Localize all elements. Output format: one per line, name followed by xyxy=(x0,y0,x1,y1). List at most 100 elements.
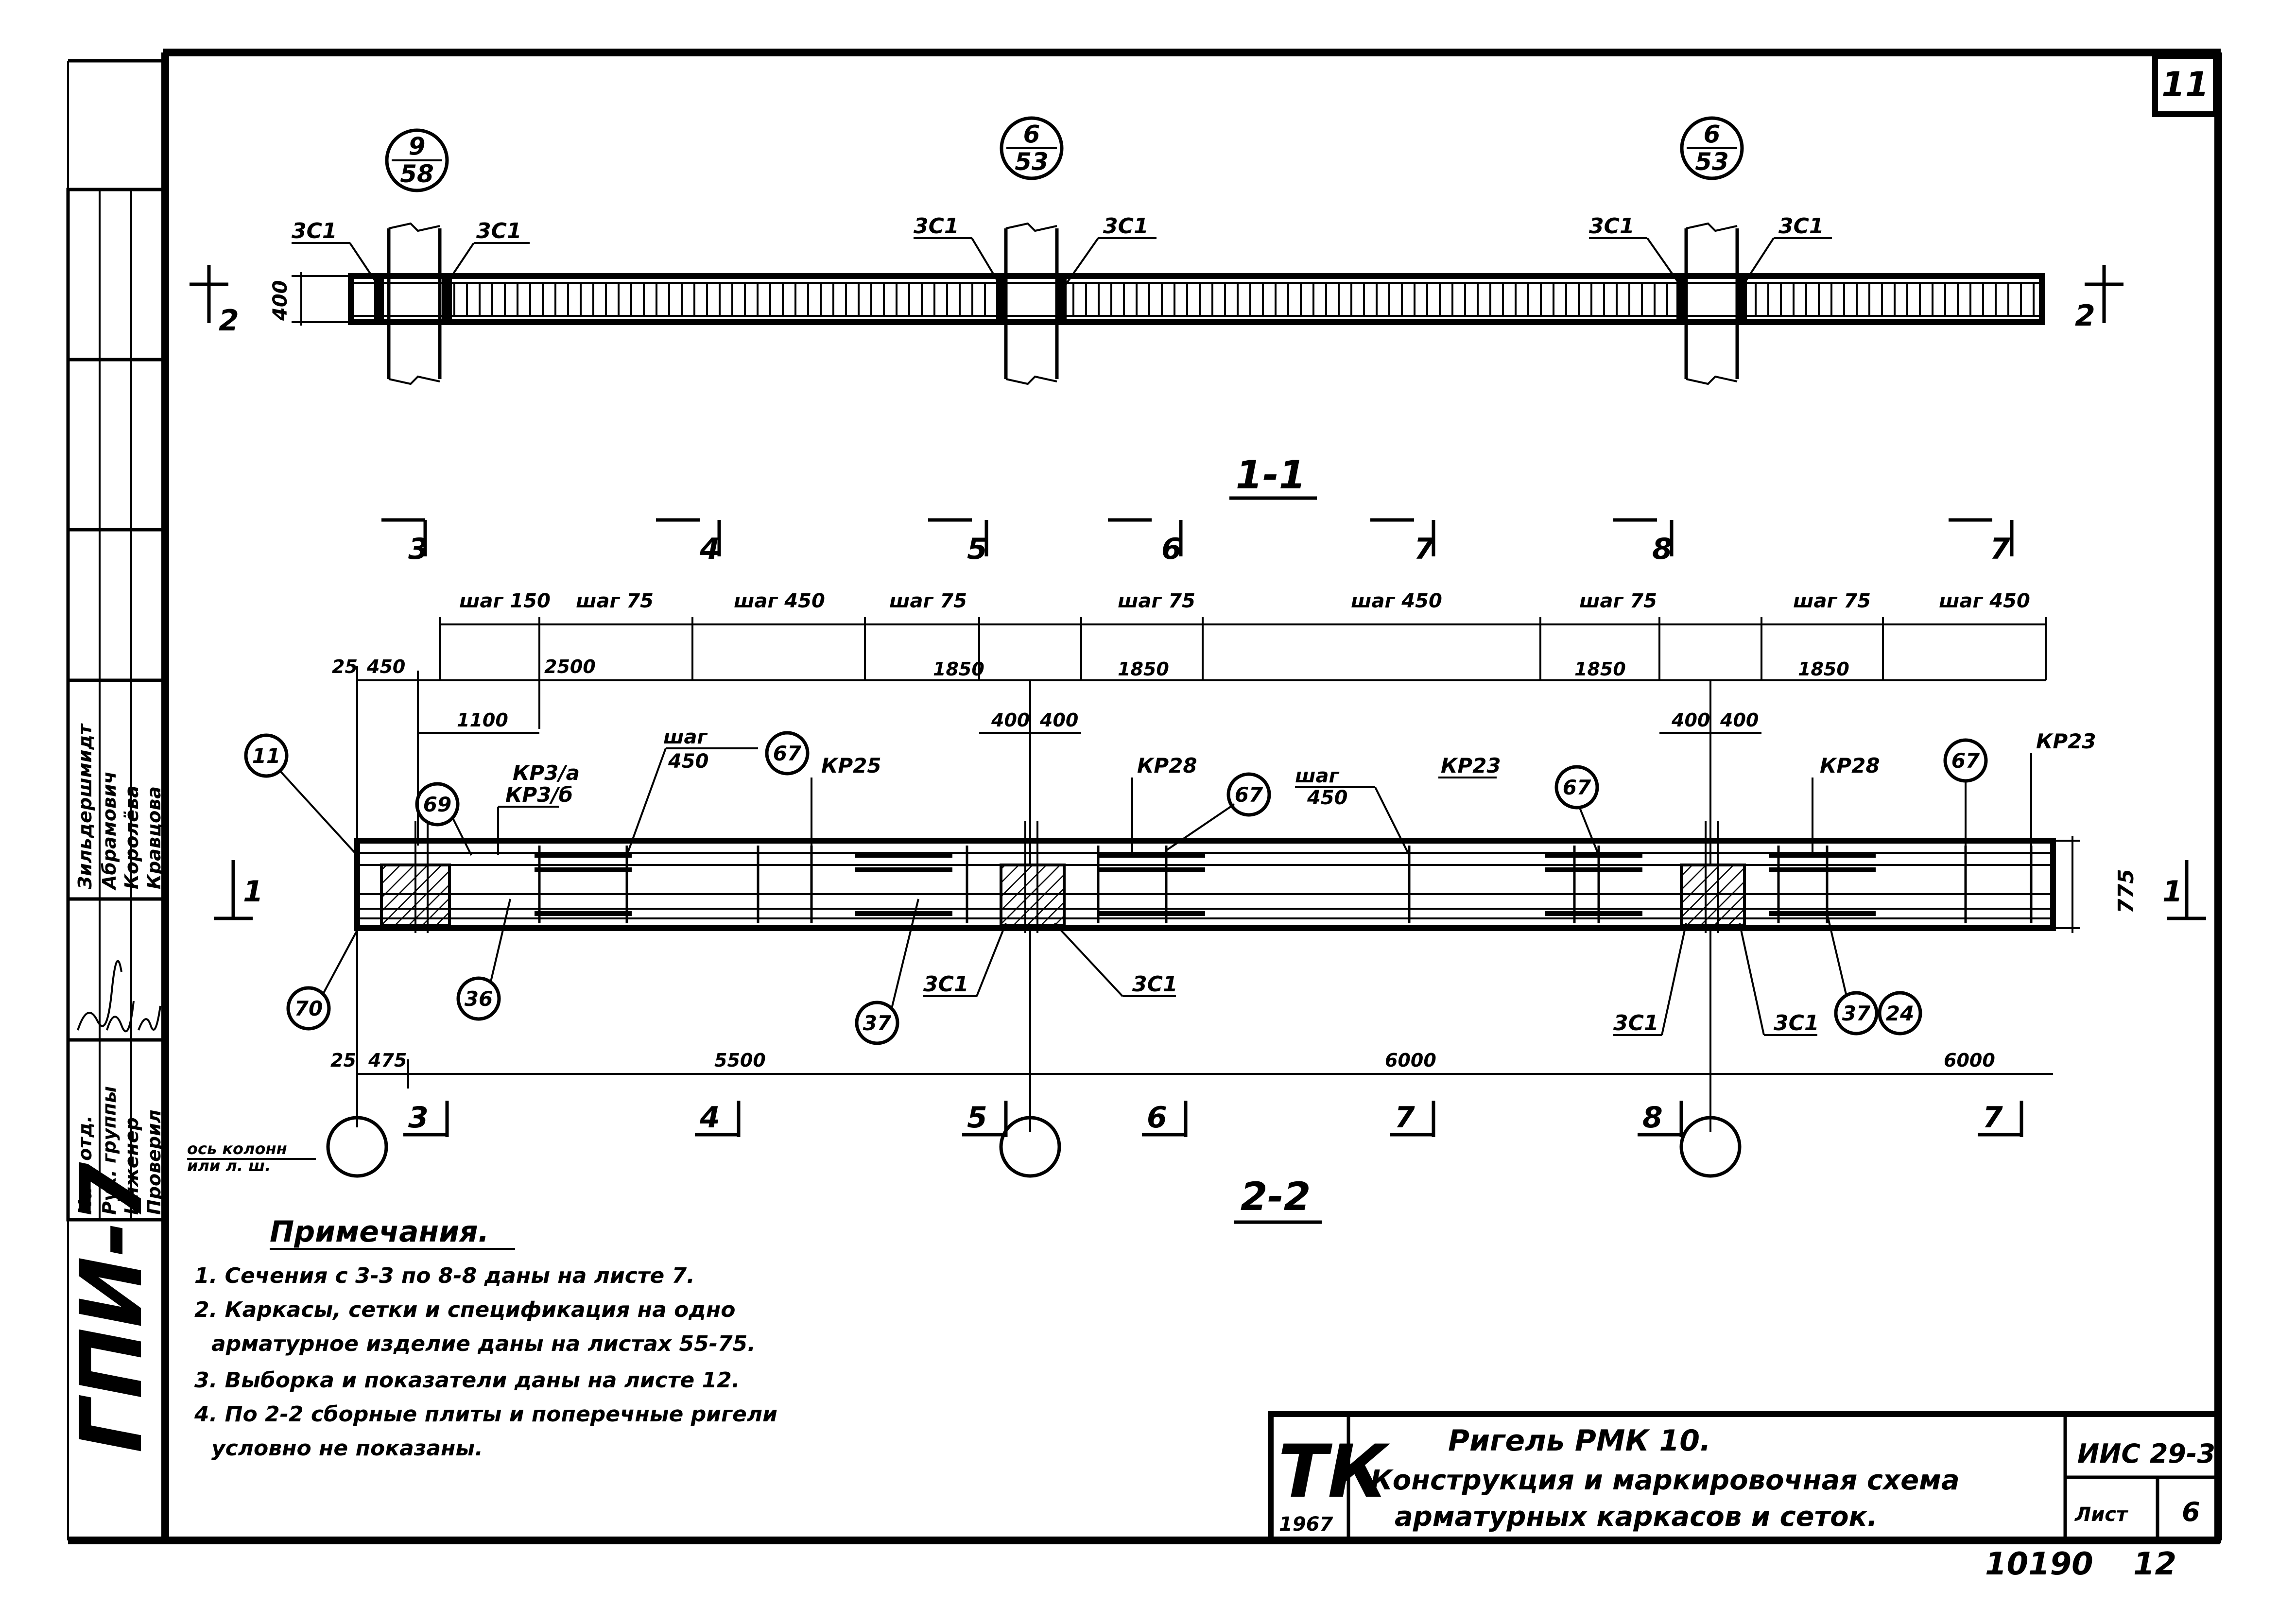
svg-text:1: 1 xyxy=(243,875,263,909)
view-2-2: 3 4 5 6 7 8 7 шаг 150 шаг 75 шаг 450 xyxy=(187,518,2206,1224)
beam-elevation xyxy=(354,821,2056,933)
svg-text:67: 67 xyxy=(1951,749,1980,773)
section-marks-bottom: 3 4 5 6 7 8 7 xyxy=(403,1101,2023,1137)
svg-text:шаг 150: шаг 150 xyxy=(459,590,551,612)
note-item: 1. Сечения с 3-3 по 8-8 даны на листе 7. xyxy=(194,1263,695,1288)
staff-role: Проверил xyxy=(143,1109,165,1215)
svg-text:400: 400 xyxy=(1039,709,1078,731)
staff-name: Зильдершмидт xyxy=(74,723,96,890)
position-marker: 67 xyxy=(1165,772,1271,851)
svg-text:53: 53 xyxy=(1015,148,1049,176)
svg-text:2: 2 xyxy=(219,304,239,338)
svg-text:67: 67 xyxy=(1235,783,1263,807)
staff-name: Королёва xyxy=(121,785,142,889)
position-marker: 36 xyxy=(456,899,511,1021)
svg-text:шаг 75: шаг 75 xyxy=(576,590,654,612)
svg-text:24: 24 xyxy=(1886,1002,1914,1025)
note-item: условно не показаны. xyxy=(211,1436,483,1461)
sheet-value: 6 xyxy=(2182,1497,2200,1527)
svg-text:8: 8 xyxy=(1652,532,1673,566)
svg-text:3С1: 3С1 xyxy=(1132,972,1178,997)
section-mark: 1 xyxy=(2162,860,2206,920)
svg-text:шаг 75: шаг 75 xyxy=(889,590,967,612)
sheet-label: Лист xyxy=(2074,1503,2129,1526)
staff-role: Нач. отд. xyxy=(74,1116,96,1215)
svg-text:КР3/а: КР3/а xyxy=(513,761,580,785)
stirrup-pattern xyxy=(535,846,2033,923)
span-dimensions: 25 475 5500 6000 6000 xyxy=(330,928,2053,1132)
svg-text:4: 4 xyxy=(699,532,720,566)
height-dimension: 400 xyxy=(269,280,292,322)
svg-text:3С1: 3С1 xyxy=(914,214,959,239)
svg-text:6: 6 xyxy=(1704,120,1721,148)
joint-label: 3С1 3С1 3С1 3С1 xyxy=(923,922,1819,1036)
svg-text:КР25: КР25 xyxy=(821,754,881,778)
axis-circle xyxy=(999,1116,1061,1178)
svg-text:6: 6 xyxy=(1147,1101,1167,1135)
svg-text:1850: 1850 xyxy=(933,658,984,680)
title-line: Ригель РМК 10. xyxy=(1448,1424,1711,1458)
step-note: шаг 450 шаг 450 xyxy=(626,726,1410,856)
position-marker: 67 xyxy=(1554,765,1600,856)
svg-text:3С1: 3С1 xyxy=(1613,1011,1659,1036)
svg-text:4: 4 xyxy=(699,1101,720,1135)
svg-text:37: 37 xyxy=(1842,1002,1871,1025)
title-line: арматурных каркасов и сеток. xyxy=(1395,1501,1878,1533)
svg-text:КР28: КР28 xyxy=(1137,754,1197,778)
note-item: 3. Выборка и показатели даны на листе 12… xyxy=(194,1368,740,1393)
svg-text:1100: 1100 xyxy=(457,709,508,731)
step-dimensions: шаг 150 шаг 75 шаг 450 шаг 75 шаг 75 шаг… xyxy=(439,590,2047,729)
svg-text:5: 5 xyxy=(967,532,987,566)
svg-text:6000: 6000 xyxy=(1385,1050,1436,1071)
svg-text:3: 3 xyxy=(408,532,429,566)
staff-role: Рук. группы xyxy=(99,1086,120,1215)
svg-text:400: 400 xyxy=(991,709,1030,731)
svg-text:7: 7 xyxy=(1983,1101,2003,1135)
staff-name: Абрамович xyxy=(99,771,120,891)
svg-text:450: 450 xyxy=(366,656,405,677)
svg-text:1: 1 xyxy=(2162,875,2183,909)
note-item: 4. По 2-2 сборные плиты и поперечные риг… xyxy=(194,1402,777,1427)
svg-text:11: 11 xyxy=(252,744,280,768)
signature-scribble xyxy=(77,960,122,1031)
svg-text:2: 2 xyxy=(2075,299,2095,333)
svg-text:КР23: КР23 xyxy=(2036,729,2096,753)
svg-text:400: 400 xyxy=(1720,709,1759,731)
position-marker: 70 xyxy=(286,925,361,1031)
section-mark: 1 xyxy=(214,860,263,920)
svg-text:3С1: 3С1 xyxy=(1589,214,1635,239)
section-mark: 2 xyxy=(190,265,239,338)
svg-text:3С1: 3С1 xyxy=(1778,214,1824,239)
stirrup-pattern xyxy=(453,283,2035,316)
svg-text:шаг 75: шаг 75 xyxy=(1579,590,1657,612)
view-1-1: 9 58 6 53 6 53 3С1 3С1 3С1 3С1 xyxy=(190,116,2123,500)
column xyxy=(1676,222,1747,385)
note-item: 2. Каркасы, сетки и спецификация на одно xyxy=(194,1297,735,1322)
svg-text:3С1: 3С1 xyxy=(476,219,522,243)
svg-text:3С1: 3С1 xyxy=(1103,214,1149,239)
svg-text:6000: 6000 xyxy=(1944,1050,1995,1071)
frame-label: КР3/а КР3/б КР25 КР28 КР23 КР28 КР23 xyxy=(497,729,2096,855)
svg-text:1850: 1850 xyxy=(1574,658,1626,680)
detail-callout: 6 53 xyxy=(1000,116,1064,180)
svg-text:5: 5 xyxy=(967,1101,987,1135)
svg-text:58: 58 xyxy=(400,160,434,188)
org-mark: ТК xyxy=(1278,1430,1390,1514)
notes-block: Примечания. 1. Сечения с 3-3 по 8-8 даны… xyxy=(194,1215,777,1461)
note-item: арматурное изделие даны на листах 55-75. xyxy=(211,1331,756,1356)
position-marker: 67 xyxy=(765,731,810,776)
detail-callout: 6 53 xyxy=(1680,116,1744,180)
svg-text:67: 67 xyxy=(773,742,802,765)
svg-text:1850: 1850 xyxy=(1118,658,1169,680)
svg-text:3С1: 3С1 xyxy=(1774,1011,1819,1036)
svg-text:2500: 2500 xyxy=(544,656,596,677)
svg-text:3С1: 3С1 xyxy=(923,972,969,997)
section-mark: 2 xyxy=(2075,265,2123,333)
svg-text:3: 3 xyxy=(408,1101,429,1135)
svg-text:475: 475 xyxy=(368,1050,407,1071)
svg-text:8: 8 xyxy=(1642,1101,1663,1135)
signature-scribble xyxy=(138,1005,161,1031)
axis-circle xyxy=(1679,1116,1742,1178)
title-block: ТК 1967 Ригель РМК 10. Конструкция и мар… xyxy=(1268,1411,2221,1582)
